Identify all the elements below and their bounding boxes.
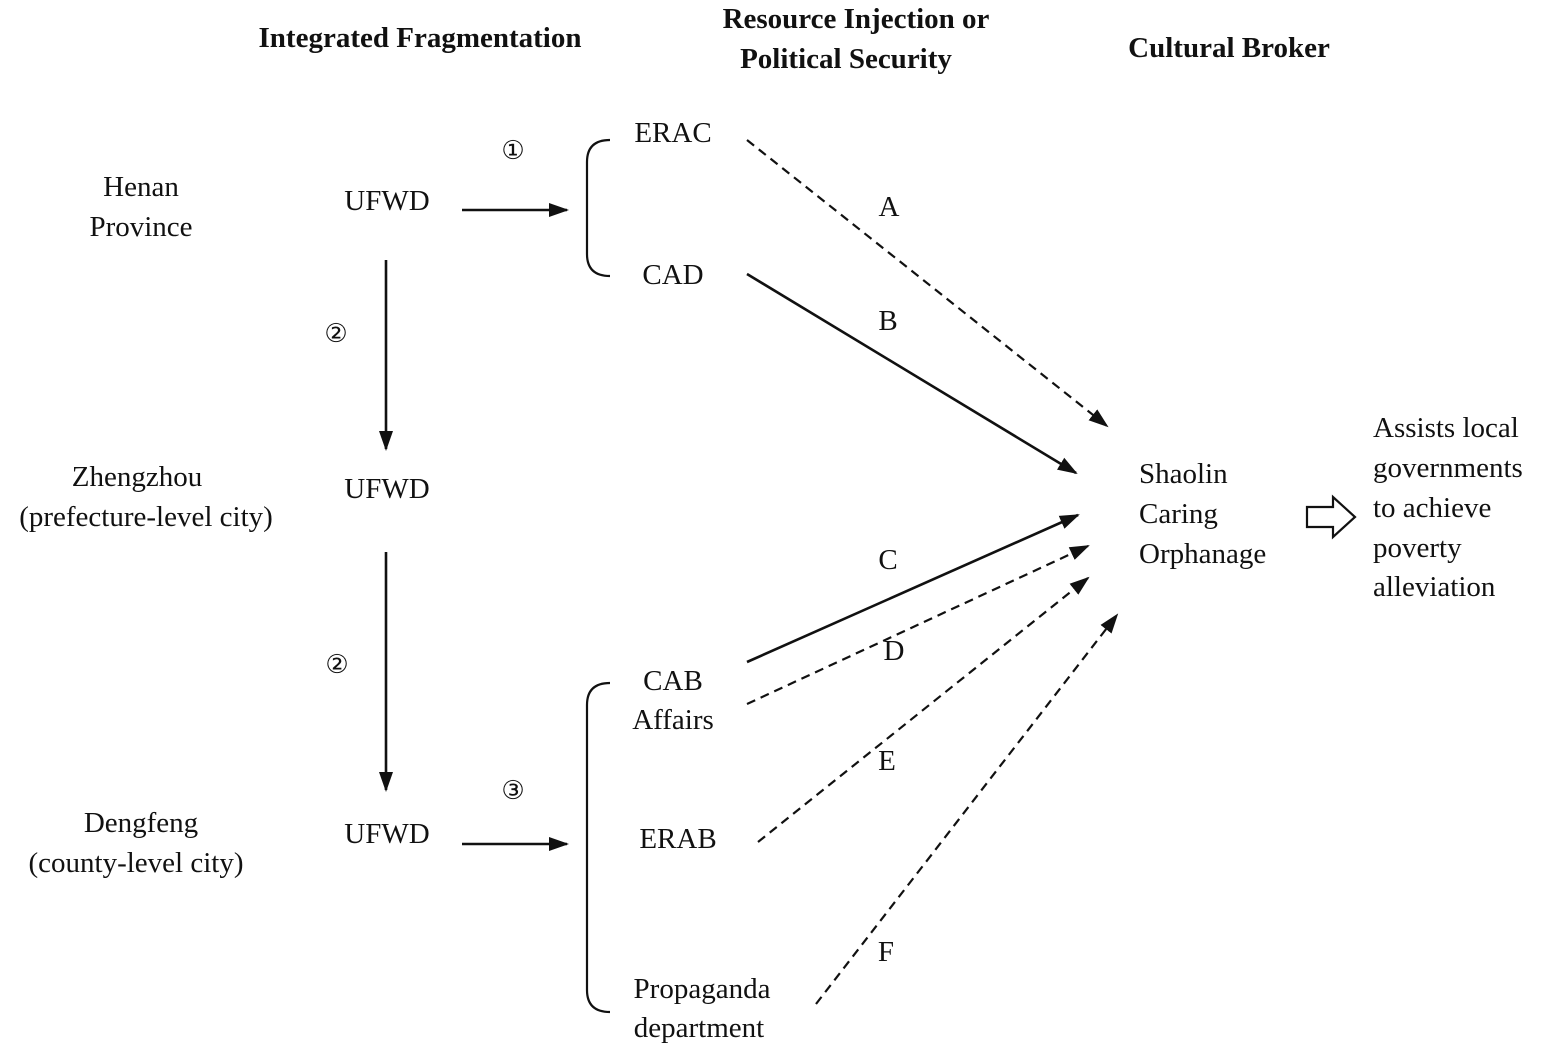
level-dengfeng-line1: Dengfeng [84,807,198,839]
link-label-b: B [878,305,897,337]
brace-county-departments [585,681,611,1014]
brace-provincial-departments [585,138,611,278]
outcome-line5: alleviation [1373,571,1496,603]
header-integrated-fragmentation: Integrated Fragmentation [259,22,582,54]
step-marker-3: ③ [501,776,524,806]
link-b-cad [746,272,1078,475]
header-resource-injection: Resource Injection or [723,3,990,35]
node-ufwd-city: UFWD [344,473,429,505]
link-label-a: A [879,191,900,223]
outcome-line4: poverty [1373,532,1462,564]
node-propaganda-line1: Propaganda [634,973,771,1005]
step-marker-2a: ② [324,319,347,349]
node-propaganda-line2: department [634,1012,764,1044]
node-erab: ERAB [639,823,716,855]
node-cad: CAD [642,259,703,291]
link-c-cab [746,513,1080,664]
link-label-f: F [878,936,894,968]
link-e-erab [757,576,1090,843]
outcome-line3: to achieve [1373,492,1491,524]
node-erac: ERAC [634,117,711,149]
level-zhengzhou-line2: (prefecture-level city) [19,501,273,533]
header-political-security: Political Security [740,43,952,75]
step-marker-2b: ② [325,650,348,680]
link-label-d: D [884,635,905,667]
hollow-outcome-arrow [1305,494,1357,540]
node-cab-line1: CAB [643,665,703,697]
link-a-erac [746,139,1109,428]
level-henan-line1: Henan [103,171,179,203]
level-henan-line2: Province [89,211,192,243]
node-ufwd-county: UFWD [344,818,429,850]
link-f-propaganda [815,613,1119,1005]
node-orphanage-line3: Orphanage [1139,538,1266,570]
level-zhengzhou-line1: Zhengzhou [72,461,202,493]
step-marker-1: ① [501,136,524,166]
link-d-cab [746,545,1090,705]
link-label-e: E [878,745,896,777]
node-orphanage-line1: Shaolin [1139,458,1228,490]
node-ufwd-province: UFWD [344,185,429,217]
level-dengfeng-line2: (county-level city) [29,847,244,879]
header-cultural-broker: Cultural Broker [1128,32,1330,64]
outcome-line2: governments [1373,452,1523,484]
node-orphanage-line2: Caring [1139,498,1218,530]
link-label-c: C [878,544,897,576]
node-cab-line2: Affairs [632,704,714,736]
outcome-line1: Assists local [1373,412,1519,444]
